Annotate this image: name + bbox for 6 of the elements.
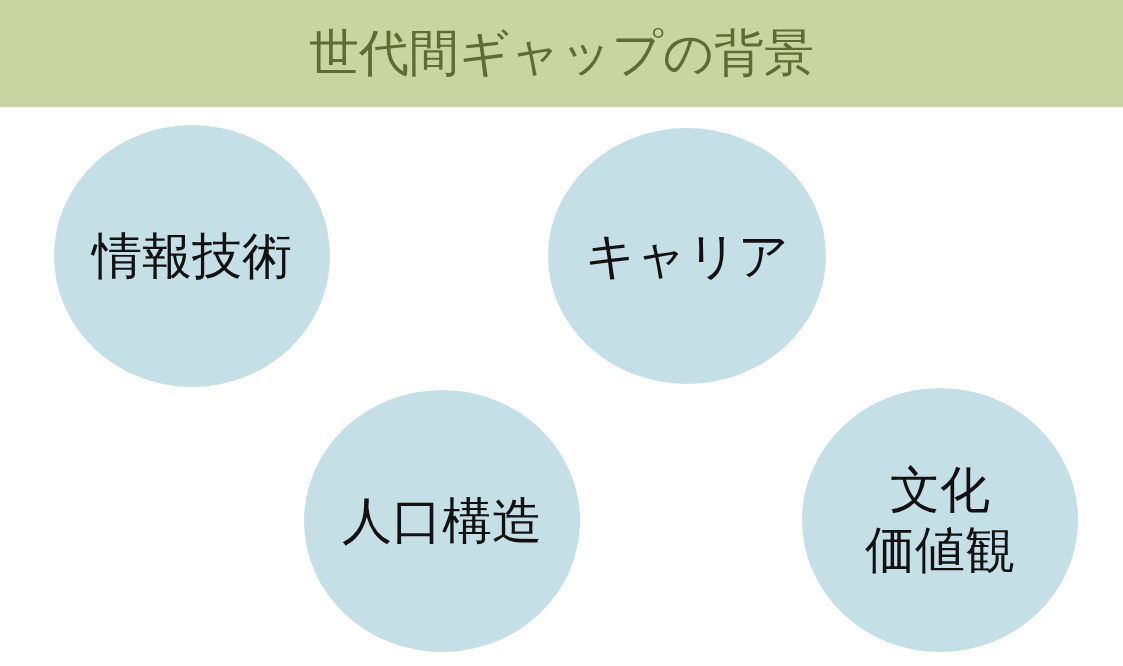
topic-label: 文化 [890, 460, 990, 520]
topic-label: 人口構造 [342, 491, 542, 551]
topic-label: 価値観 [865, 520, 1015, 580]
title-banner: 世代間ギャップの背景 [0, 0, 1123, 107]
topic-label: キャリア [585, 226, 789, 286]
topic-label: 情報技術 [92, 226, 292, 286]
